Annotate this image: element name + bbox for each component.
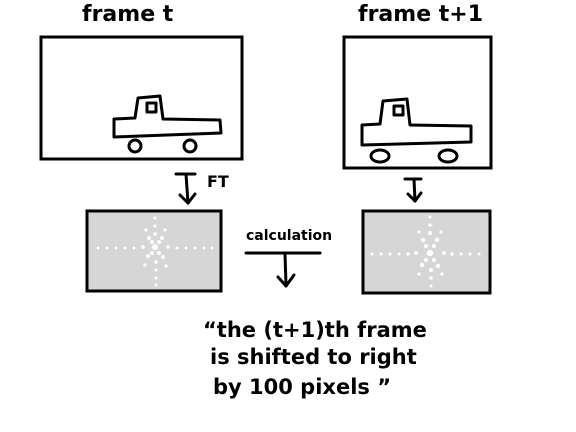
conclusion-line-3: by 100 pixels ” <box>213 375 392 399</box>
spectrum-left-pattern <box>96 216 214 287</box>
spectrum-right-pattern <box>370 215 481 288</box>
frame-t-box <box>39 35 244 161</box>
arrow-left-down-icon <box>174 172 197 205</box>
frame-t1-box <box>342 35 493 170</box>
truck-right-icon <box>360 97 473 164</box>
conclusion-line-2: is shifted to right <box>210 345 417 369</box>
spectrum-left-panel <box>85 209 223 293</box>
arrow-right-down-icon <box>403 177 423 203</box>
frame-t1-title: frame t+1 <box>358 2 484 27</box>
calculation-arrow-icon <box>244 251 322 288</box>
spectrum-right-panel <box>361 209 492 295</box>
calculation-label: calculation <box>246 228 333 244</box>
ft-label: FT <box>207 172 229 191</box>
conclusion-line-1: “the (t+1)th frame <box>203 318 427 342</box>
frame-t-title: frame t <box>82 2 174 27</box>
truck-left-icon <box>112 94 223 154</box>
